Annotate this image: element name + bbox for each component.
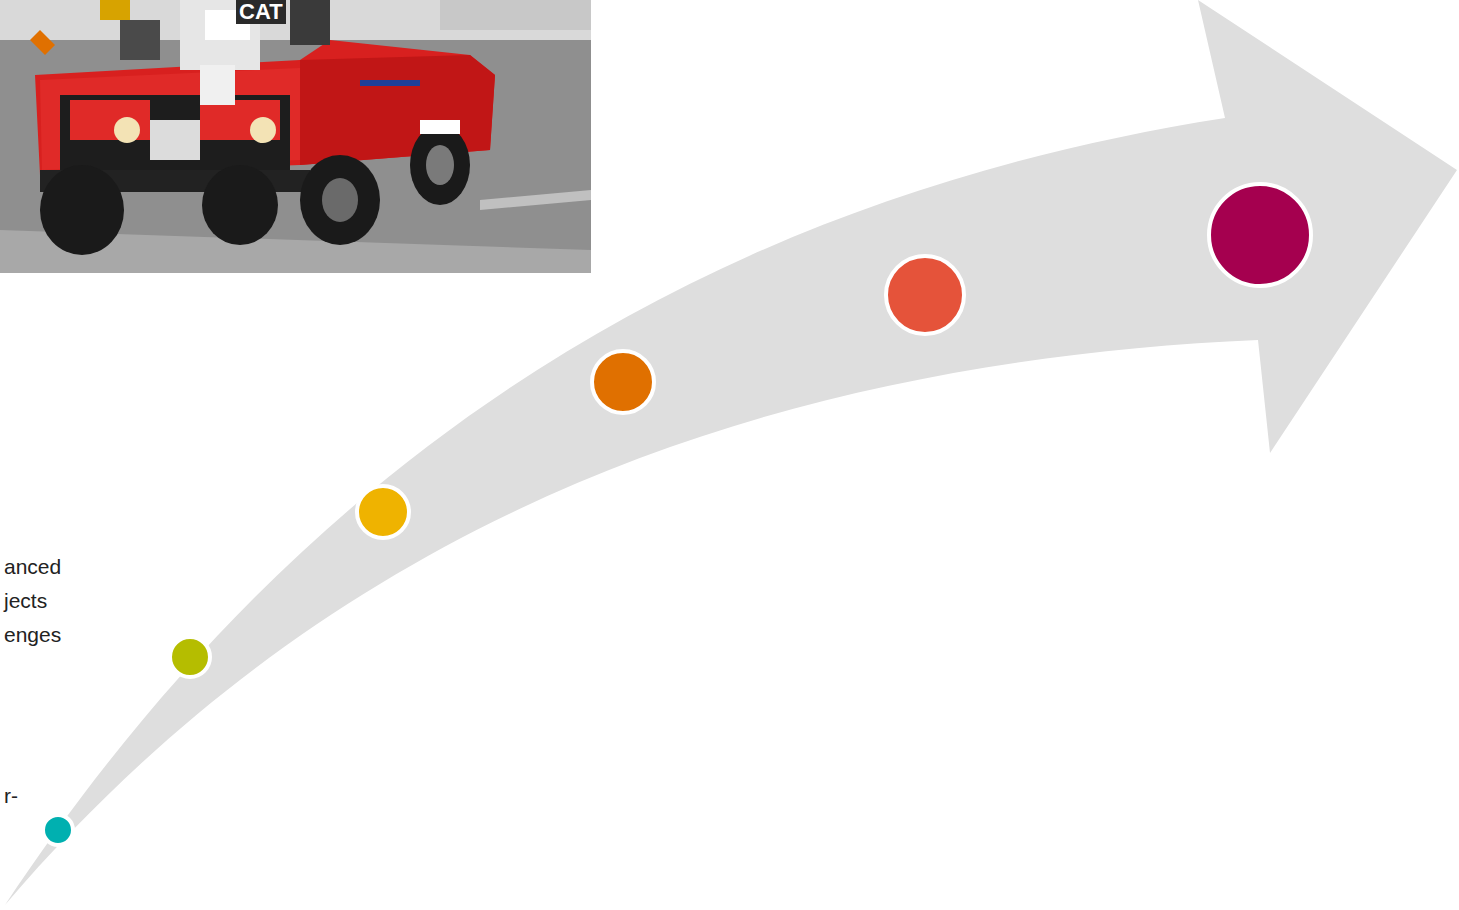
vehicle-logo: CAT <box>236 0 286 24</box>
milestone-dot <box>43 815 73 845</box>
milestone-dot <box>1209 184 1311 286</box>
vehicle-photo <box>0 0 591 273</box>
cropped-text: enges <box>4 623 61 647</box>
cropped-text: jects <box>4 589 47 613</box>
milestone-dot <box>592 351 654 413</box>
timeline-arrow <box>5 0 1457 905</box>
milestones <box>43 184 1311 845</box>
milestone-dot <box>357 486 409 538</box>
milestone-dot <box>170 637 210 677</box>
milestone-dot <box>886 256 964 334</box>
cropped-text: anced <box>4 555 61 579</box>
cropped-text: r- <box>4 784 18 808</box>
